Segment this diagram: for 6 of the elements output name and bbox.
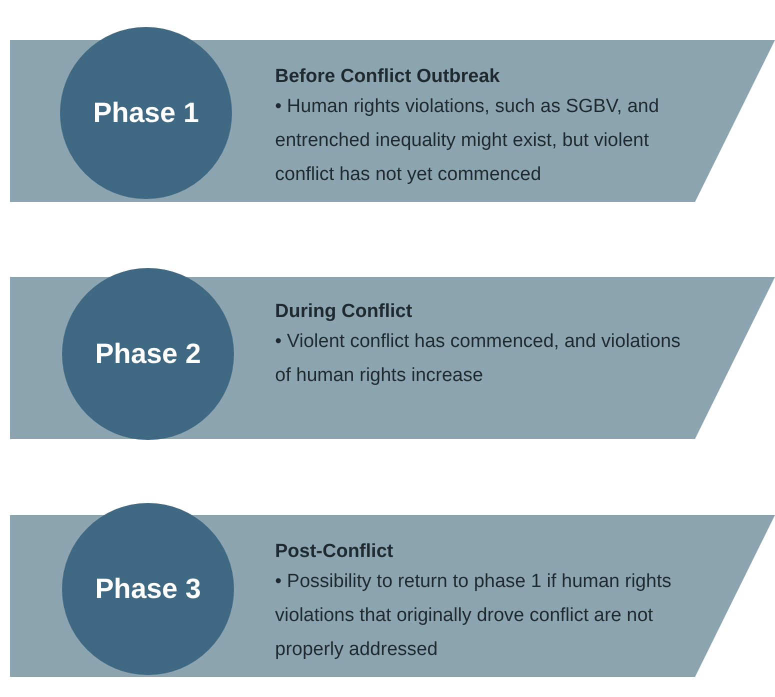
bullet-text: • Human rights violations, such as SGBV, and entrenched inequality might exist, but violent conflict has not yet commenced xyxy=(275,95,660,187)
bullet-text: • Possibility to return to phase 1 if human rights violations that originally drove conflict are not properly addressed xyxy=(275,570,672,662)
bullet-text: • Violent conflict has commenced, and violations of human rights increase xyxy=(275,330,682,388)
phase-heading: During Conflict xyxy=(275,300,412,324)
phase-heading: Post-Conflict xyxy=(275,540,394,564)
phase-heading: Before Conflict Outbreak xyxy=(275,65,500,89)
